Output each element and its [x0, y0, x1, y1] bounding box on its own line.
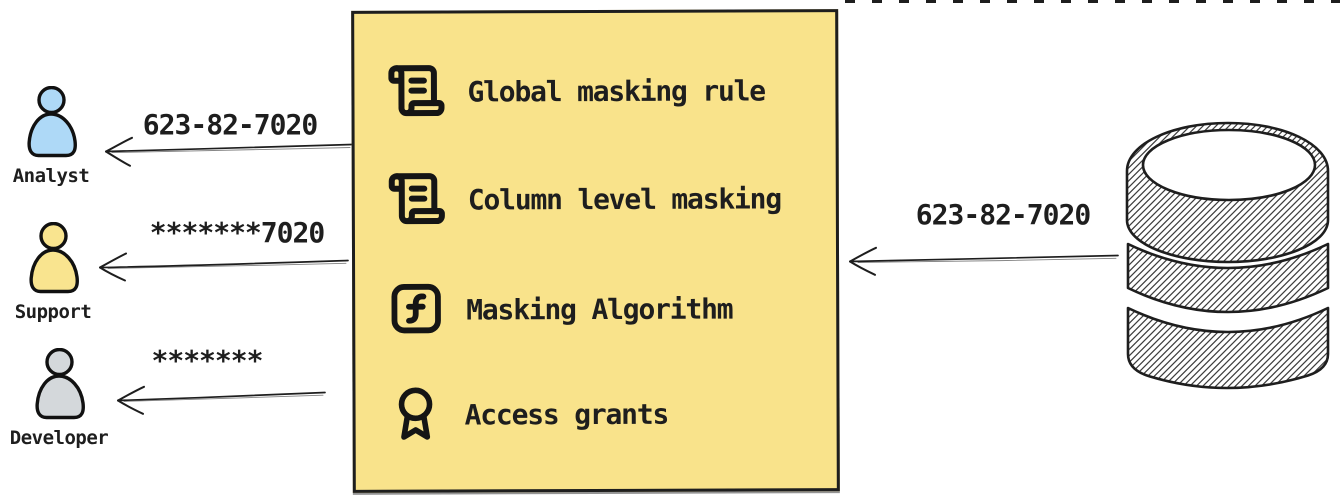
award-icon [398, 387, 433, 440]
persona-analyst-label: Analyst [12, 165, 90, 187]
developer-flow-value: ******* [151, 344, 263, 377]
masking-box-item-label: Global masking rule [467, 73, 765, 108]
database-bottom-segment [1126, 306, 1330, 390]
arrow-from-database [849, 246, 1119, 276]
database-middle-segment [1126, 242, 1330, 314]
masking-box-item: Access grants [387, 382, 668, 445]
masking-box-item-label: Access grants [464, 397, 669, 431]
persona-developer: Developer [6, 348, 112, 449]
support-user-icon [29, 222, 79, 294]
persona-support-label: Support [14, 301, 92, 323]
analyst-flow-value: 623-82-7020 [142, 108, 318, 141]
cropped-dashed-border [845, 0, 1340, 3]
persona-developer-label: Developer [9, 427, 109, 449]
database-top-opening [1141, 128, 1317, 202]
analyst-user-icon [27, 86, 77, 158]
masking-box-item: Global masking rule [386, 58, 765, 121]
scroll-text-icon [388, 173, 445, 225]
arrow-to-analyst [105, 136, 353, 167]
database-icon [1125, 121, 1330, 390]
arrow-to-developer [117, 385, 326, 415]
persona-analyst: Analyst [8, 86, 94, 187]
database-flow-value: 623-82-7020 [915, 198, 1091, 231]
developer-user-icon [35, 348, 85, 420]
function-square-icon [391, 283, 441, 334]
persona-support: Support [10, 222, 96, 323]
masking-box-item-label: Column level masking [467, 181, 782, 216]
masking-box-item: Masking Algorithm [387, 277, 732, 340]
masking-box-item: Column level masking [387, 166, 781, 229]
support-flow-value: *******7020 [149, 216, 325, 249]
arrow-to-support [99, 252, 349, 282]
scroll-text-icon [388, 65, 445, 117]
masking-box-item-label: Masking Algorithm [466, 292, 733, 326]
masking-rules-box: Global masking rule Column level masking… [351, 9, 840, 493]
